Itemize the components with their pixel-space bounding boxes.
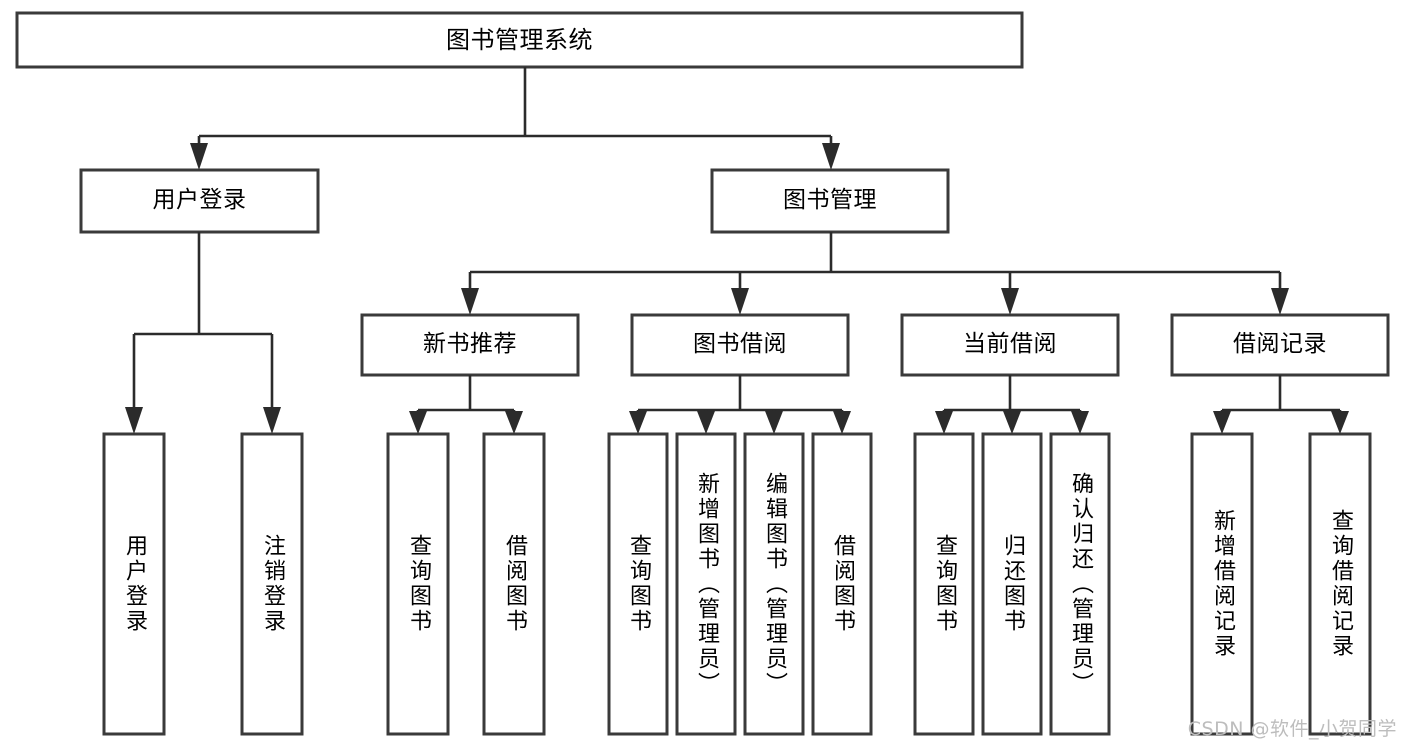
node-level1-0-box[interactable] [79, 168, 320, 234]
node-leaf-10-box[interactable] [1049, 432, 1111, 736]
node-leaf-8-box[interactable] [913, 432, 975, 736]
connector-level2-3-to-leaves [1213, 375, 1349, 434]
node-root-box[interactable] [15, 11, 1024, 69]
connector-root-to-level1 [190, 67, 840, 170]
node-leaf-9-box[interactable] [981, 432, 1043, 736]
arrow-head-icon [505, 411, 523, 434]
node-level1-1-box[interactable] [710, 168, 950, 234]
arrow-head-icon [731, 288, 749, 315]
arrow-head-icon [125, 407, 143, 434]
connector-level1-1-to-level2 [461, 232, 1289, 315]
arrow-head-icon [1071, 411, 1089, 434]
node-leaf-5-box[interactable] [675, 432, 737, 736]
arrow-head-icon [629, 411, 647, 434]
arrow-head-icon [263, 407, 281, 434]
node-leaf-4-box[interactable] [607, 432, 669, 736]
arrow-head-icon [1271, 288, 1289, 315]
node-level2-3-box[interactable] [1170, 313, 1390, 377]
arrow-head-icon [409, 411, 427, 434]
connector-level2-1-to-leaves [629, 375, 851, 434]
node-leaf-11-box[interactable] [1190, 432, 1254, 736]
node-leaf-2-box[interactable] [386, 432, 450, 736]
csdn-watermark: CSDN @软件_小贺同学 [1187, 718, 1397, 740]
node-leaf-7-box[interactable] [811, 432, 873, 736]
node-leaf-0-box[interactable] [102, 432, 166, 736]
arrow-head-icon [833, 411, 851, 434]
node-leaf-1-box[interactable] [240, 432, 304, 736]
arrow-head-icon [1003, 411, 1021, 434]
arrow-head-icon [461, 288, 479, 315]
arrow-head-icon [765, 411, 783, 434]
arrow-head-icon [1001, 288, 1019, 315]
connector-level2-2-to-leaves [935, 375, 1089, 434]
node-leaf-3-box[interactable] [482, 432, 546, 736]
node-level2-2-box[interactable] [900, 313, 1120, 377]
connector-level1-0-to-leaves [125, 232, 281, 434]
arrow-head-icon [1331, 411, 1349, 434]
arrow-head-icon [822, 143, 840, 170]
node-level2-1-box[interactable] [630, 313, 850, 377]
arrow-head-icon [190, 143, 208, 170]
node-leaf-6-box[interactable] [743, 432, 805, 736]
arrow-head-icon [697, 411, 715, 434]
node-level2-0-box[interactable] [360, 313, 580, 377]
connector-level2-0-to-leaves [409, 375, 523, 434]
node-leaf-12-box[interactable] [1308, 432, 1372, 736]
arrow-head-icon [1213, 411, 1231, 434]
arrow-head-icon [935, 411, 953, 434]
